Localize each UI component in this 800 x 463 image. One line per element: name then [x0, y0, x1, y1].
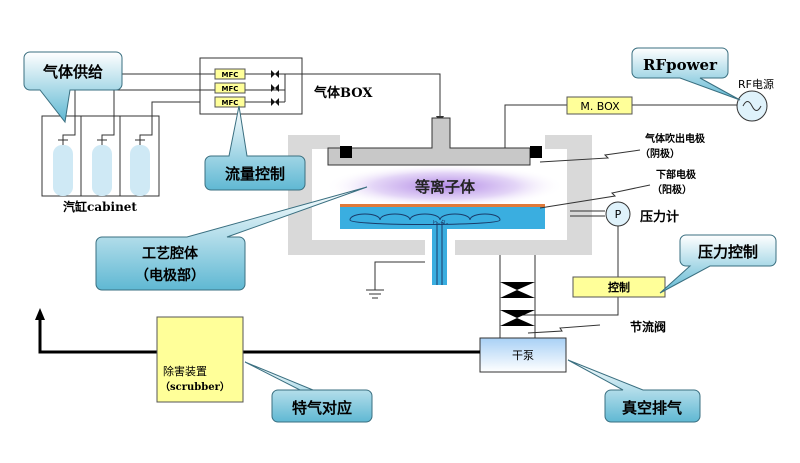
pressure-gauge-label: 压力计 [640, 209, 679, 225]
callout-vacuum-exhaust: 真空排气 [567, 359, 701, 423]
svg-text:MFC: MFC [222, 99, 239, 107]
callout-special-gas: 特气对应 [244, 361, 373, 423]
callout-pressure-control: 压力控制 [659, 234, 777, 294]
svg-text:流量控制: 流量控制 [225, 165, 285, 183]
gas-cylinder [130, 145, 150, 196]
scrubber [156, 316, 244, 403]
lower-electrode: ヒ-タ- [340, 204, 545, 285]
upper-electrode-label-sub: （阴极） [640, 147, 680, 160]
callout-flow-control: 流量控制 [204, 105, 306, 191]
control-box [572, 276, 666, 298]
gas-box-label: 气体BOX [314, 85, 373, 101]
svg-text:MFC: MFC [222, 85, 239, 93]
gas-line [120, 73, 441, 118]
svg-text:压力控制: 压力控制 [698, 243, 758, 261]
mfc-units: MFC MFC MFC [214, 68, 246, 108]
lower-electrode-label-sub: （阳极） [652, 183, 692, 196]
rf-source-label: RF电源 [738, 77, 774, 91]
callout-rf-power: RFpower [631, 47, 741, 101]
svg-text:除害装置: 除害装置 [163, 364, 207, 378]
svg-text:真空排气: 真空排气 [622, 399, 682, 417]
heater-label: ヒ-タ- [432, 219, 448, 227]
arrow-up-icon [35, 308, 45, 320]
plasma-label: 等离子体 [415, 178, 476, 196]
ground-icon [366, 261, 425, 299]
svg-text:干泵: 干泵 [512, 349, 534, 362]
svg-text:（电极部）: （电极部） [135, 267, 205, 284]
exhaust-line [38, 318, 480, 354]
gas-cabinet [41, 90, 200, 197]
upper-electrode-label: 气体吹出电极 [644, 132, 706, 145]
chamber-wall [288, 135, 592, 255]
m-box [566, 96, 633, 115]
gas-box [199, 57, 303, 115]
dry-pump [479, 337, 567, 373]
svg-text:特气对应: 特气对应 [292, 399, 352, 417]
gas-cylinder [53, 145, 73, 196]
svg-text:M. BOX: M. BOX [580, 100, 620, 113]
lower-electrode-label: 下部电极 [656, 168, 697, 181]
svg-text:MFC: MFC [222, 71, 239, 79]
callout-process-chamber: 工艺腔体 （电极部） [95, 186, 368, 291]
svg-text:P: P [615, 208, 622, 221]
svg-text:气体供给: 气体供给 [42, 63, 103, 81]
valve-icon [271, 70, 279, 106]
throttle-valve-icon [500, 282, 535, 326]
svg-text:RFpower: RFpower [643, 56, 718, 74]
svg-text:工艺腔体: 工艺腔体 [142, 245, 199, 262]
throttle-valve-label: 节流阀 [630, 319, 666, 334]
plasma-glow [325, 164, 565, 208]
gas-cylinder [92, 145, 112, 196]
svg-text:控制: 控制 [608, 280, 630, 294]
svg-text:（scrubber）: （scrubber） [160, 380, 230, 393]
pressure-gauge-icon: P [605, 201, 631, 227]
rf-source-icon [736, 90, 768, 122]
upper-electrode [327, 117, 542, 166]
cabinet-label: 汽缸cabinet [63, 199, 137, 214]
callout-gas-supply: 气体供给 [23, 51, 123, 124]
